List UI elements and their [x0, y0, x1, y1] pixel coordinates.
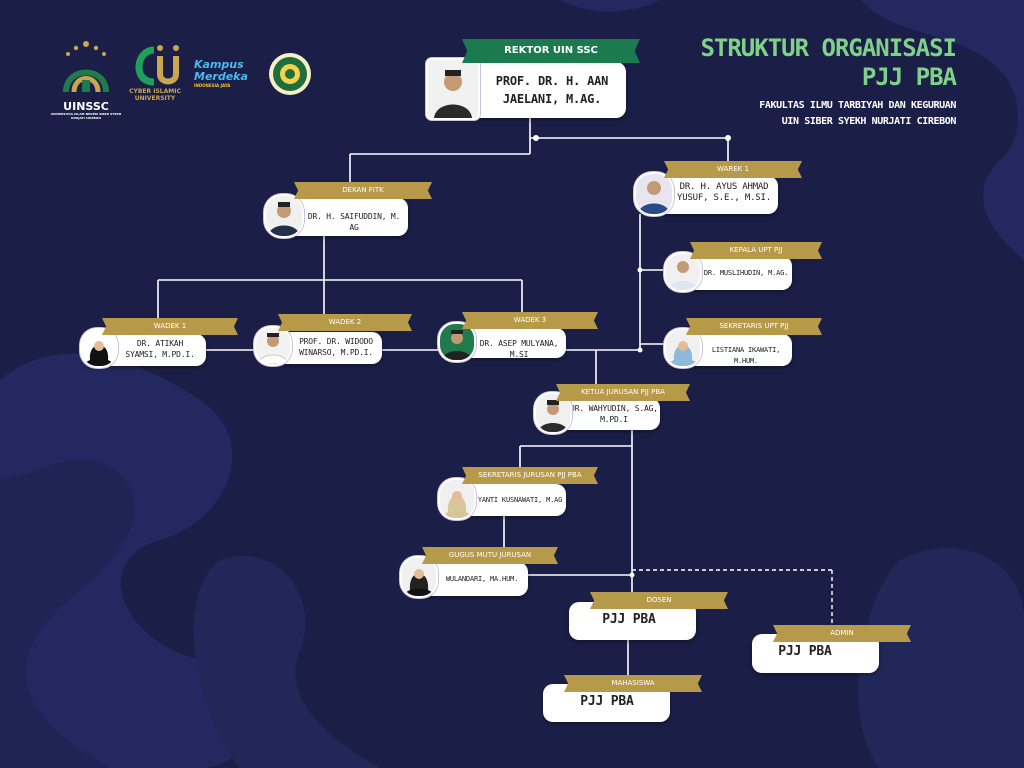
wadek3-photo: [438, 322, 476, 362]
sekretaris-upt-role-ribbon: SEKRETARIS UPT PJJ: [686, 318, 822, 335]
uinssc-logo: UINSSC UNIVERSITAS ISLAM NEGERI SIBER SY…: [51, 36, 121, 120]
warek1-name-line1: DR. H. AYUS AHMAD: [679, 182, 769, 192]
sekretaris-jurusan-role-ribbon: SEKRETARIS JURUSAN PJJ PBA: [462, 467, 598, 484]
faculty-seal-logo: [268, 52, 312, 96]
warek1-name-line2: YUSUF, S.E., M.SI.: [677, 193, 771, 203]
warek1-photo: [634, 172, 674, 216]
wadek3-name-line1: DR. ASEP MULYANA, M.SI: [479, 339, 559, 359]
kampus-merdeka-line1: Kampus: [194, 58, 244, 71]
wadek3-role-ribbon: WADEK 3: [462, 312, 598, 329]
page-title-line2: PJJ PBA: [861, 63, 957, 91]
gugus-mutu-photo: [400, 556, 438, 598]
mahasiswa-unit-name: PJJ PBA: [580, 694, 634, 709]
page-subtitle-line1: FAKULTAS ILMU TARBIYAH DAN KEGURUAN: [759, 100, 956, 111]
cyber-islamic-logo: CYBER ISLAMIC UNIVERSITY: [126, 42, 184, 106]
ketua-jurusan-name-line1: DR. WAHYUDIN, S.AG,: [570, 404, 658, 413]
dosen-unit-name: PJJ PBA: [602, 612, 656, 627]
kampus-merdeka-logo: Kampus Merdeka INDONESIA JAYA: [194, 58, 256, 94]
kampus-merdeka-line3: INDONESIA JAYA: [194, 83, 231, 88]
wadek2-role-ribbon: WADEK 2: [278, 314, 412, 331]
gugus-mutu-role-ribbon: GUGUS MUTU JURUSAN: [422, 547, 558, 564]
wadek1-name-line1: DR. ATIKAH: [136, 339, 184, 348]
sekretaris-upt-name-line1: LISTIANA IKAWATI, M.HUM.: [711, 346, 781, 365]
kepala-upt-role-ribbon: KEPALA UPT PJJ: [690, 242, 822, 259]
gugus-mutu-name-line1: WULANDARI, MA.HUM.: [445, 575, 519, 583]
ketua-jurusan-photo: [534, 392, 572, 434]
page-title-line1: STRUKTUR ORGANISASI: [700, 34, 957, 62]
dekan-name-line1: DR. H. SAIFUDDIN, M. AG: [307, 212, 401, 232]
admin-unit-name: PJJ PBA: [778, 644, 832, 659]
wadek2-name-line1: PROF. DR. WIDODO: [299, 337, 373, 346]
mahasiswa-role-ribbon: MAHASISWA: [564, 675, 702, 692]
cyber-islamic-wordmark: CYBER ISLAMIC UNIVERSITY: [129, 88, 181, 102]
ketua-jurusan-name-line2: M.PD.I: [600, 415, 628, 424]
wadek2-photo: [254, 326, 292, 366]
rektor-name-line2: JAELANI, M.AG.: [502, 92, 602, 106]
wadek1-name-line2: SYAMSI, M.PD.I.: [125, 350, 195, 359]
sekretaris-jurusan-photo: [438, 478, 476, 520]
kepala-upt-photo: [664, 252, 702, 292]
kampus-merdeka-line2: Merdeka: [194, 70, 248, 83]
warek1-role-ribbon: WAREK 1: [664, 161, 802, 178]
kepala-upt-name-line1: DR. MUSLIHUDIN, M.AG.: [703, 269, 789, 277]
sekretaris-jurusan-name-line1: YANTI KUSNAWATI, M.AG: [477, 496, 563, 504]
dekan-photo: [264, 194, 304, 238]
page-subtitle-line2: UIN SIBER SYEKH NURJATI CIREBON: [781, 116, 957, 127]
rektor-name-line1: PROF. DR. H. AAN: [495, 74, 609, 88]
wadek2-name-line2: WINARSO, M.PD.I.: [299, 348, 373, 357]
uinssc-wordmark: UINSSC: [63, 100, 109, 113]
rektor-role-ribbon: REKTOR UIN SSC: [462, 39, 640, 63]
sekretaris-upt-photo: [664, 328, 702, 368]
wadek1-role-ribbon: WADEK 1: [102, 318, 238, 335]
admin-role-ribbon: ADMIN: [773, 625, 911, 642]
dosen-role-ribbon: DOSEN: [590, 592, 728, 609]
page-title: STRUKTUR ORGANISASI PJJ PBA: [700, 34, 957, 92]
dekan-role-ribbon: DEKAN FITK: [294, 182, 432, 199]
uinssc-caption: UNIVERSITAS ISLAM NEGERI SIBER SYEKH NUR…: [50, 112, 122, 120]
rektor-photo: [426, 58, 480, 120]
page-subtitle: FAKULTAS ILMU TARBIYAH DAN KEGURUAN UIN …: [660, 98, 956, 130]
ketua-jurusan-role-ribbon: KETUA JURUSAN PJJ PBA: [556, 384, 690, 401]
